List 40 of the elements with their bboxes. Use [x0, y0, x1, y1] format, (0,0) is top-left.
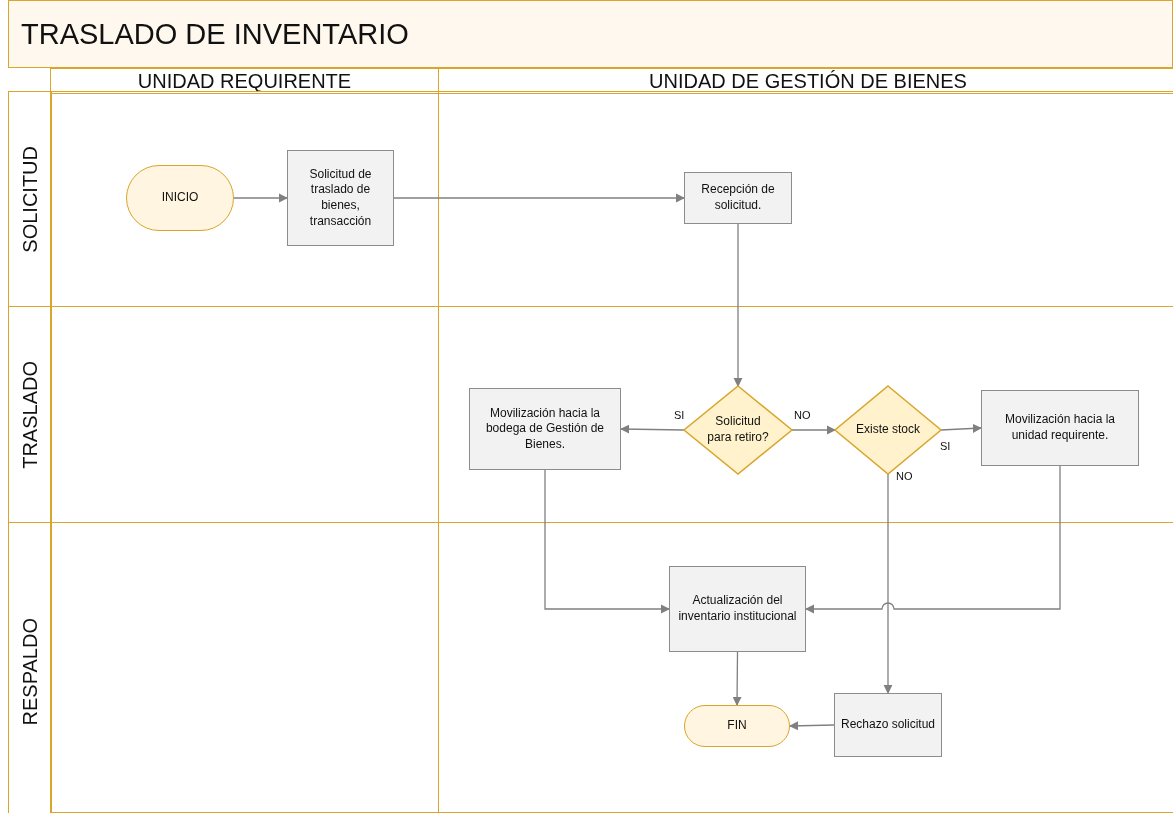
node-text: Solicitud de traslado de bienes, transacción [308, 166, 373, 230]
terminal-shape [684, 705, 790, 747]
node-text: FIN [727, 718, 747, 734]
lane-header: SOLICITUD [18, 145, 42, 253]
arrow [791, 425, 836, 435]
edge-label: SI [939, 440, 952, 452]
node-text: Solicitud para retiro? [706, 414, 770, 446]
lane-header: RESPALDO [18, 618, 42, 726]
process-box [684, 172, 792, 224]
node-text: Movilización hacia la unidad requirente. [1003, 412, 1117, 444]
arrow [940, 423, 982, 433]
arrow [883, 473, 893, 694]
decision-diamond [835, 386, 941, 474]
edge-label: NO [793, 409, 812, 421]
process-box [287, 150, 394, 246]
process-box [834, 693, 942, 757]
node-text: Movilización hacia la bodega de Gestión de Bienes. [484, 405, 606, 453]
arrow [789, 721, 835, 731]
process-box [669, 566, 806, 652]
node-text: Recepción de solicitud. [700, 182, 776, 214]
arrow [732, 651, 742, 706]
decision-diamond [684, 386, 792, 474]
process-box [469, 388, 621, 470]
edge-label: NO [895, 470, 914, 482]
lane-header: TRASLADO [18, 360, 42, 469]
node-text: INICIO [161, 190, 199, 206]
lane-header: UNIDAD DE GESTIÓN DE BIENES [439, 69, 1173, 94]
arrow [544, 469, 670, 614]
edge-label: SI [673, 409, 686, 421]
lane-header: UNIDAD REQUIRENTE [51, 69, 438, 94]
node-text: Existe stock [856, 422, 920, 438]
arrow [233, 193, 288, 203]
node-text: Rechazo solicitud [840, 717, 936, 733]
title: TRASLADO DE INVENTARIO [20, 17, 409, 51]
arrow [805, 465, 1061, 614]
node-text: Actualización del inventario institucional [677, 593, 798, 625]
process-box [981, 390, 1139, 466]
arrow [393, 193, 685, 203]
arrow [620, 424, 685, 434]
arrow [733, 223, 743, 387]
